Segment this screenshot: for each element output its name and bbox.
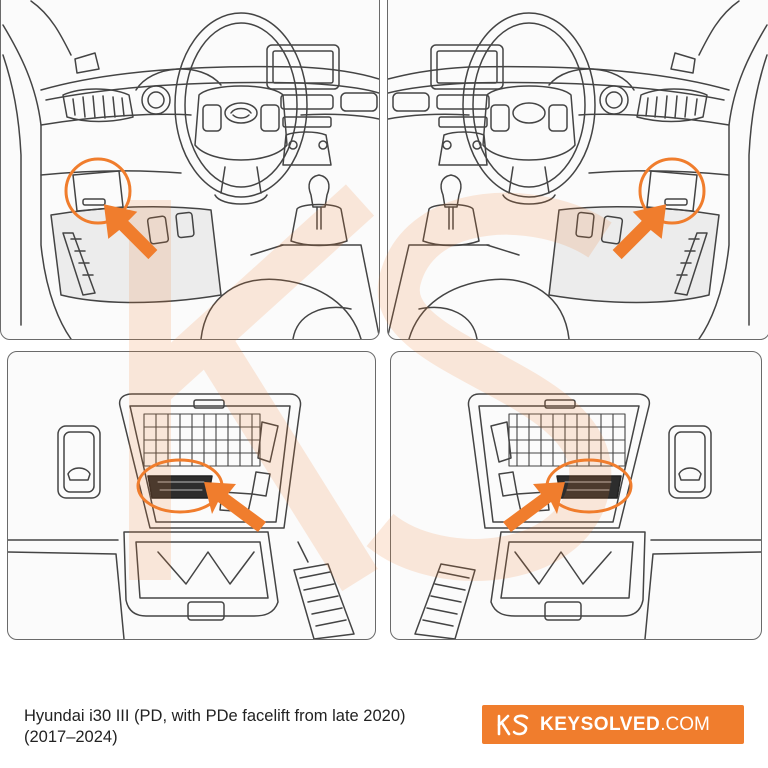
- obd-port-icon: [147, 475, 213, 499]
- rhd-interior-illustration: [388, 0, 768, 339]
- keysolved-brand-badge[interactable]: KEYSOLVED.COM: [482, 705, 744, 744]
- arrow-icon: [103, 204, 158, 260]
- bonnet-release-icon: [57, 425, 101, 499]
- rhd-obd-closeup-illustration: [414, 393, 761, 639]
- rhd-interior-panel: [387, 0, 768, 340]
- ks-logo-icon: [497, 714, 529, 735]
- obd-location-highlight-circle: [64, 157, 132, 225]
- brand-tld: .COM: [660, 713, 710, 735]
- lhd-interior-panel: [0, 0, 380, 340]
- arrow-icon: [204, 482, 266, 532]
- vehicle-caption: Hyundai i30 III (PD, with PDe facelift f…: [24, 707, 406, 746]
- rhd-obd-closeup-panel: [390, 351, 762, 640]
- brand-name: KEYSOLVED: [540, 713, 661, 735]
- lhd-obd-closeup-illustration: [8, 393, 355, 639]
- lhd-obd-closeup-panel: [7, 351, 376, 640]
- fuse-box-icon: [118, 393, 302, 529]
- lhd-interior-illustration: [2, 0, 379, 339]
